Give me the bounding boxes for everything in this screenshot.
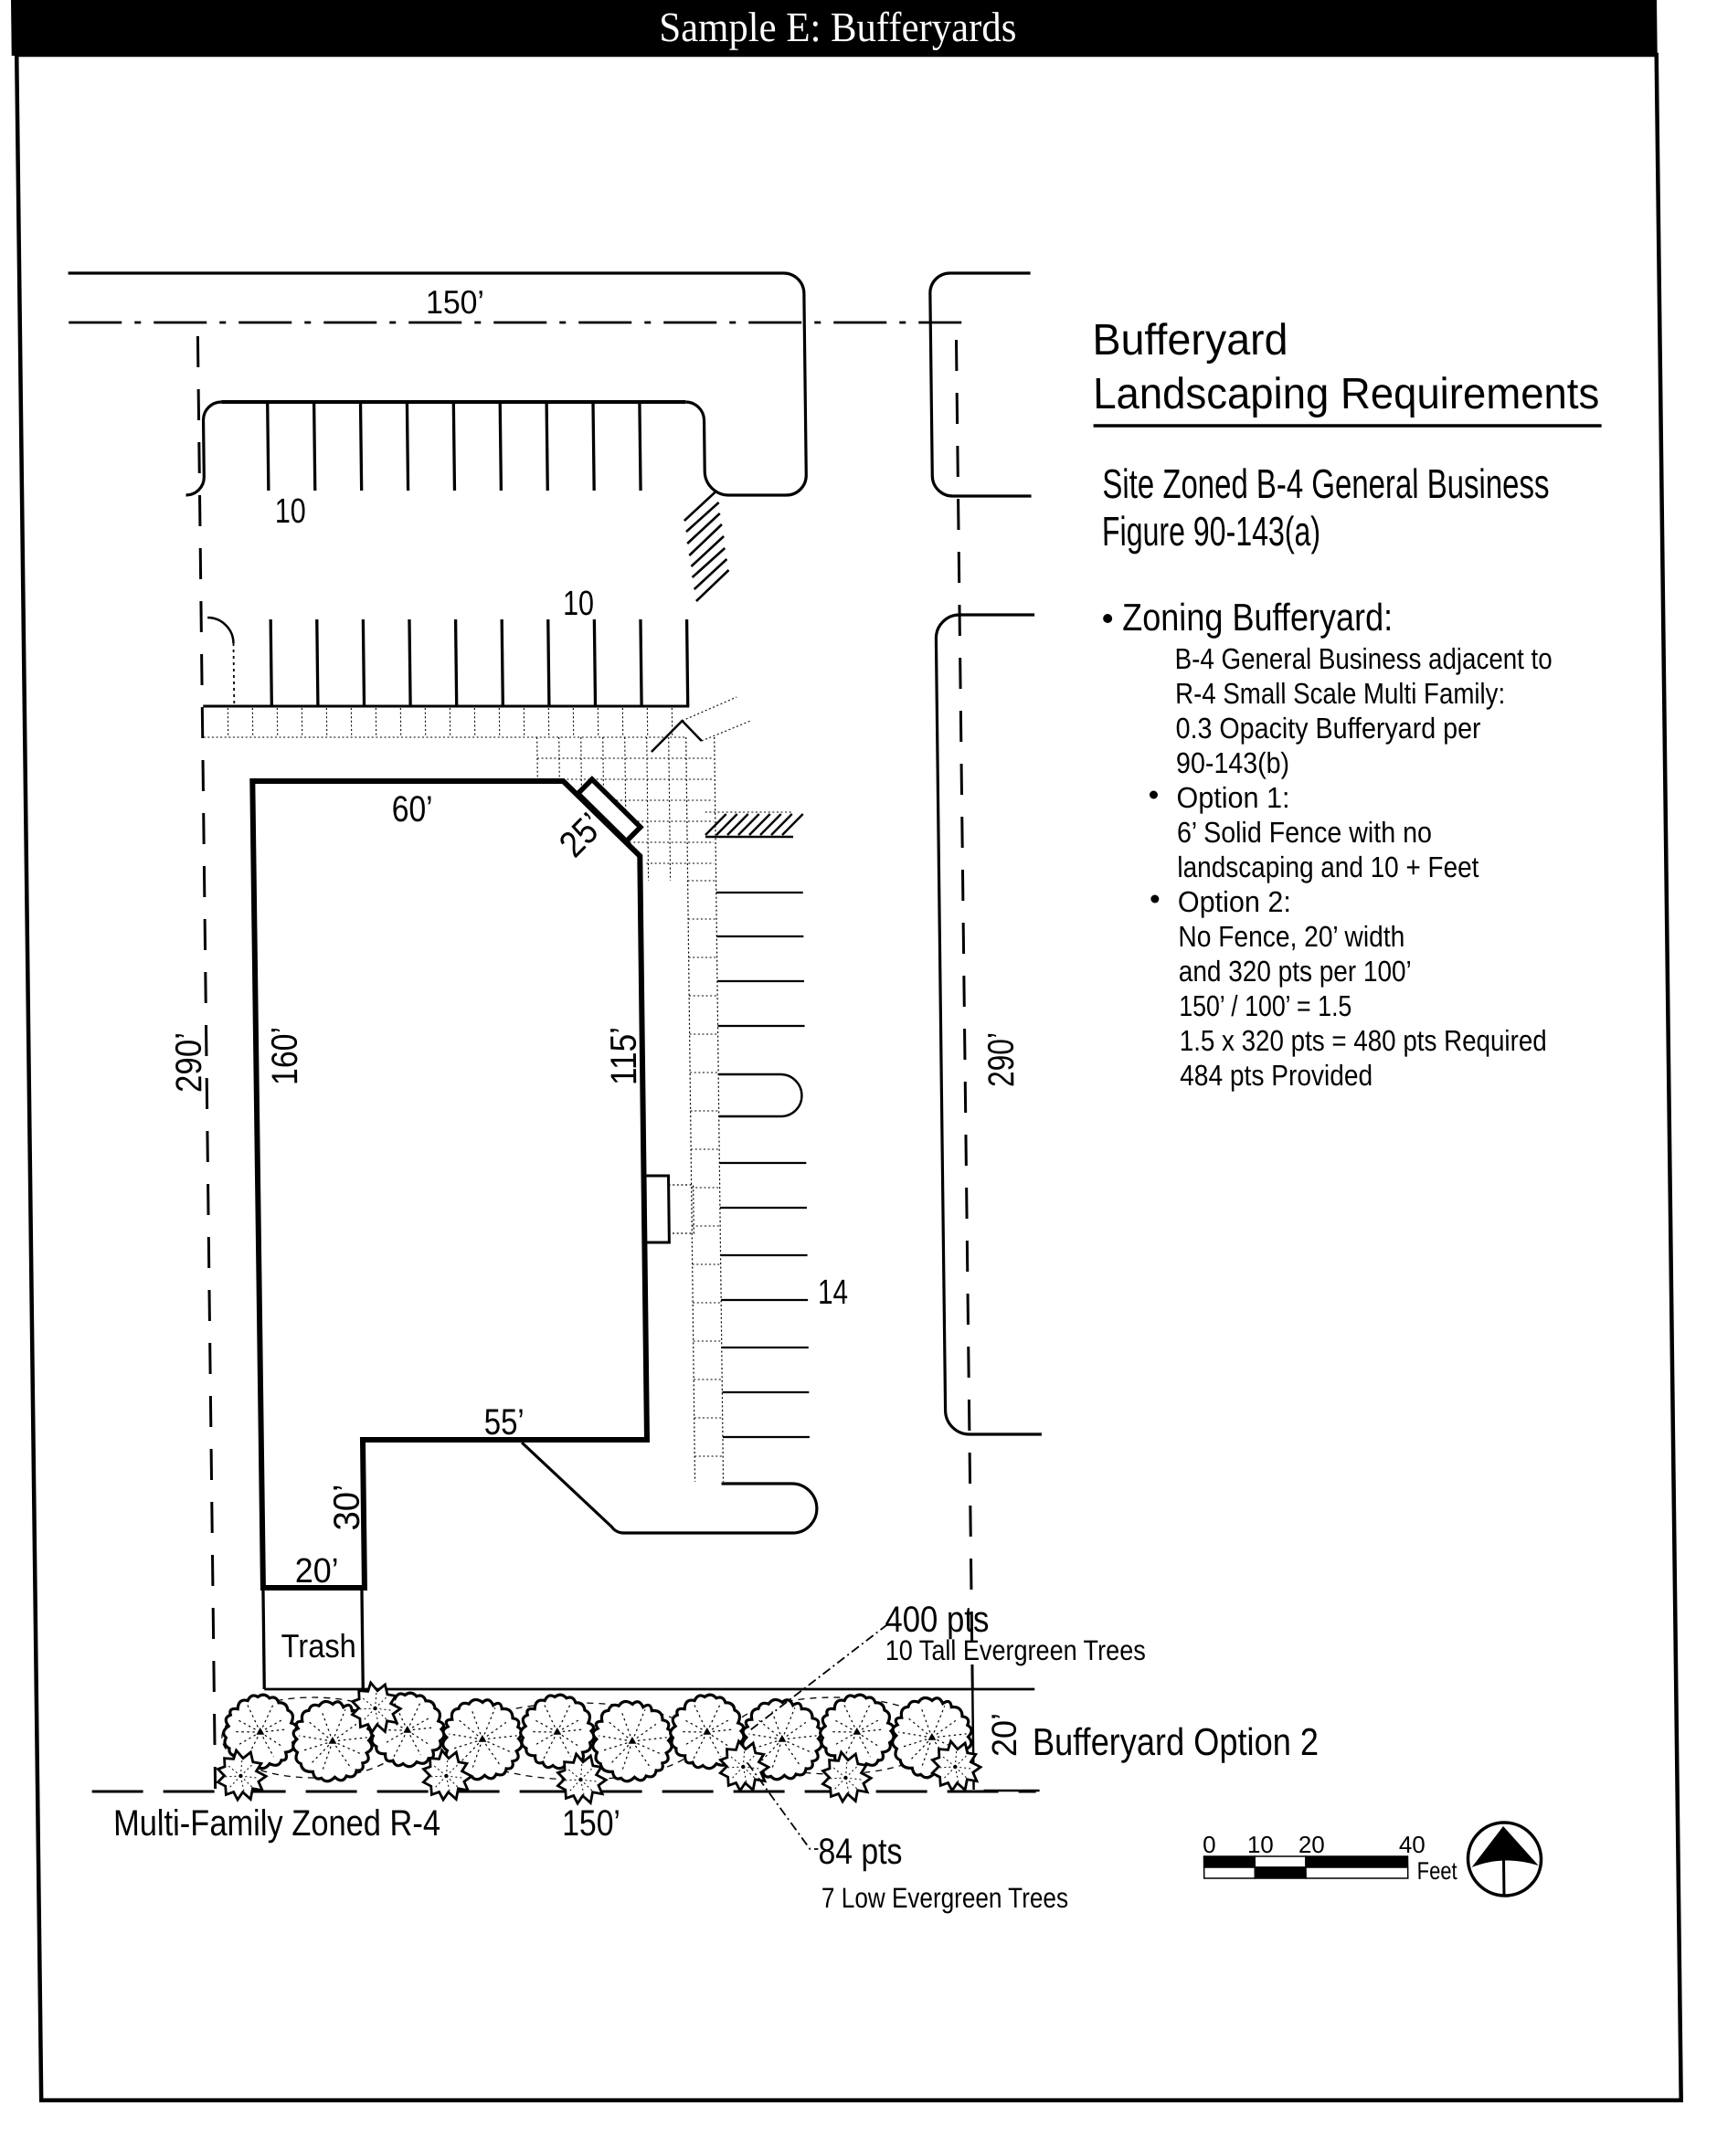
svg-text:10: 10 (1247, 1831, 1274, 1858)
svg-text:40: 40 (1399, 1831, 1426, 1858)
svg-text:Figure 90-143(a): Figure 90-143(a) (1102, 508, 1321, 555)
svg-text:R-4 Small Scale Multi Family:: R-4 Small Scale Multi Family: (1175, 677, 1505, 710)
svg-text:84 pts: 84 pts (818, 1832, 903, 1872)
svg-text:115’: 115’ (604, 1027, 645, 1085)
svg-text:30’: 30’ (327, 1485, 368, 1531)
svg-text:Bufferyard Option 2: Bufferyard Option 2 (1033, 1720, 1320, 1763)
svg-text:60’: 60’ (391, 789, 433, 830)
svg-text:150’: 150’ (562, 1803, 621, 1844)
svg-text:Landscaping Requirements: Landscaping Requirements (1093, 370, 1600, 418)
svg-text:10: 10 (274, 492, 306, 531)
svg-text:90-143(b): 90-143(b) (1176, 746, 1289, 779)
svg-text:55’: 55’ (483, 1402, 525, 1443)
svg-text:0.3 Opacity Bufferyard per: 0.3 Opacity Bufferyard per (1175, 712, 1481, 745)
svg-text:7 Low Evergreen Trees: 7 Low Evergreen Trees (821, 1882, 1068, 1914)
svg-text:Multi-Family Zoned R-4: Multi-Family Zoned R-4 (113, 1803, 441, 1844)
svg-text:20’: 20’ (986, 1713, 1025, 1757)
svg-text:Site Zoned B-4 General Busines: Site Zoned B-4 General Business (1102, 460, 1550, 507)
svg-text:Option 2:: Option 2: (1178, 885, 1291, 918)
svg-text:6’ Solid Fence with no: 6’ Solid Fence with no (1177, 816, 1432, 849)
svg-text:290’: 290’ (981, 1032, 1023, 1087)
svg-text:Zoning Bufferyard:: Zoning Bufferyard: (1122, 596, 1394, 639)
svg-text:B-4 General Business adjacent: B-4 General Business adjacent to (1174, 642, 1552, 675)
svg-text:10 Tall Evergreen Trees: 10 Tall Evergreen Trees (885, 1634, 1146, 1666)
svg-text:484 pts Provided: 484 pts Provided (1180, 1059, 1373, 1092)
svg-text:20: 20 (1298, 1831, 1325, 1858)
svg-text:10: 10 (563, 585, 595, 623)
svg-text:400 pts: 400 pts (885, 1600, 990, 1640)
svg-text:14: 14 (818, 1274, 849, 1312)
svg-text:landscaping and 10 + Feet: landscaping and 10 + Feet (1177, 851, 1479, 883)
svg-text:20’: 20’ (294, 1552, 339, 1591)
svg-text:and 320 pts per 100’: and 320 pts per 100’ (1179, 955, 1412, 988)
svg-text:Sample E: Bufferyards: Sample E: Bufferyards (659, 4, 1017, 50)
svg-text:0: 0 (1203, 1831, 1216, 1858)
svg-text:Trash: Trash (281, 1627, 355, 1665)
svg-text:290’: 290’ (169, 1032, 210, 1093)
svg-text:160’: 160’ (265, 1027, 306, 1085)
svg-text:Option 1:: Option 1: (1176, 781, 1289, 814)
svg-text:Feet: Feet (1416, 1857, 1457, 1885)
svg-text:1.5 x 320 pts = 480 pts Requir: 1.5 x 320 pts = 480 pts Required (1180, 1024, 1547, 1057)
svg-text:Bufferyard: Bufferyard (1092, 316, 1288, 365)
svg-text:150’ / 100’ = 1.5: 150’ / 100’ = 1.5 (1179, 989, 1351, 1022)
svg-text:No Fence, 20’ width: No Fence, 20’ width (1178, 920, 1404, 953)
svg-text:150’: 150’ (426, 283, 484, 321)
